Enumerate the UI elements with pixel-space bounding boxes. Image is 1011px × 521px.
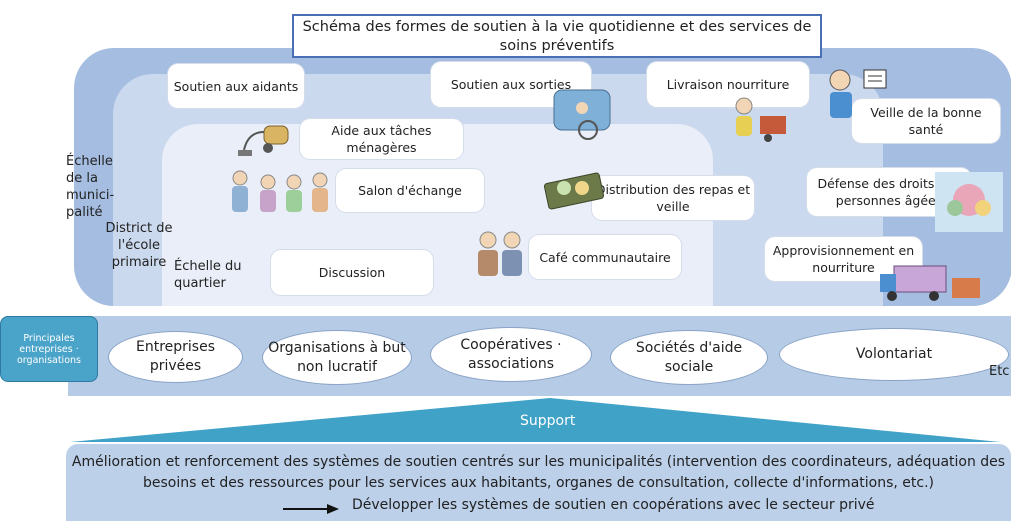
private-sector-cooperation-text: Développer les systèmes de soutien en co… (352, 497, 875, 513)
service-discussion: Discussion (271, 250, 433, 295)
orgs-etc: Etc (989, 364, 1010, 379)
health-check-illustration (829, 69, 887, 118)
service-community-cafe: Café communautaire (529, 235, 681, 279)
org-cooperatives: Coopératives · associations (430, 327, 592, 382)
service-food-supply: Approvisionnement en nourriture (765, 237, 922, 281)
elderly-couple-illustration (478, 231, 522, 276)
support-triangle (70, 398, 1000, 442)
meal-tray-illustration (543, 172, 605, 210)
food-truck-illustration (880, 265, 980, 301)
service-health-watch: Veille de la bonne santé (852, 99, 1000, 143)
org-volunteering: Volontariat (779, 328, 1009, 381)
org-social-welfare: Sociétés d'aide sociale (610, 330, 768, 385)
service-exchange-salon: Salon d'échange (336, 169, 484, 212)
municipality-scale-label: Échelle de la munici-palité (66, 154, 115, 220)
org-private-companies: Entreprises privées (108, 331, 243, 383)
support-panel (66, 444, 1011, 521)
wheelchair-vehicle-illustration (553, 89, 611, 140)
organizations-label: Principales entreprises · organisations (0, 316, 98, 382)
service-caregiver-support: Soutien aux aidants (168, 64, 304, 108)
org-nonprofits: Organisations à but non lucratif (262, 330, 412, 385)
service-food-delivery: Livraison nourriture (647, 62, 809, 107)
arrow-right-icon (283, 504, 339, 514)
diagram-title: Schéma des formes de soutien à la vie qu… (292, 14, 822, 58)
support-description: Amélioration et renforcement des système… (71, 454, 1006, 491)
rights-illustration (935, 172, 1003, 232)
service-housework-help: Aide aux tâches ménagères (300, 119, 463, 159)
school-district-scale-label: District de l'école primaire (105, 221, 173, 270)
service-meal-distribution: Distribution des repas et veille (592, 176, 754, 220)
vacuum-illustration (238, 125, 289, 156)
support-label: Support (520, 413, 576, 429)
delivery-person-illustration (735, 97, 786, 142)
elderly-group-illustration (232, 170, 328, 212)
neighborhood-scale-label: Échelle du quartier (174, 259, 242, 291)
